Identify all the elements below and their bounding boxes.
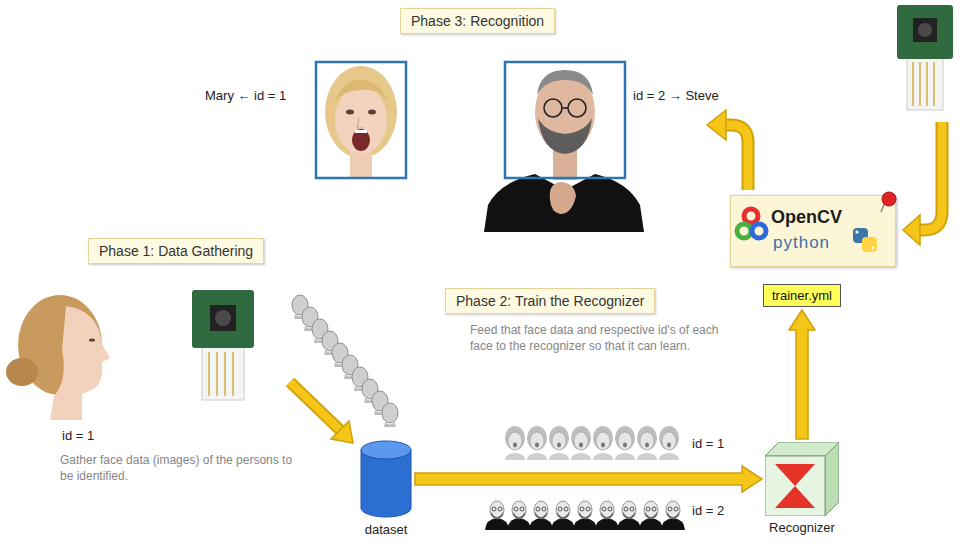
face-thumb xyxy=(485,501,509,530)
node-title: Phase 3: Recognition xyxy=(411,13,544,29)
flow-arrow xyxy=(903,122,942,245)
id-label: id = 2 → Steve xyxy=(633,88,719,103)
id-label: id = 1 xyxy=(62,428,94,443)
face-thumb xyxy=(595,501,619,530)
face-frame xyxy=(505,62,625,178)
face-thumb xyxy=(382,403,398,427)
face-thumb xyxy=(659,426,679,460)
push-pin xyxy=(879,190,899,214)
cylinder-shape xyxy=(360,440,412,518)
face-frame xyxy=(316,62,406,178)
face-thumb xyxy=(573,501,597,530)
id-label: Mary ← id = 1 xyxy=(205,88,286,103)
caption-note: Feed that face data and respective id's … xyxy=(470,322,740,354)
phase-tag: Phase 2: Train the Recognizer xyxy=(445,288,655,314)
face-row xyxy=(485,501,685,530)
face-thumb xyxy=(571,426,591,460)
id-label: id = 2 xyxy=(692,503,724,518)
face-thumb xyxy=(637,426,657,460)
phase-tag: Phase 3: Recognition xyxy=(400,8,555,34)
node-title: OpenCV xyxy=(771,207,842,228)
cube-shape xyxy=(765,442,839,516)
python-logo xyxy=(851,226,879,254)
id-label: id = 1 xyxy=(692,436,724,451)
face-thumb xyxy=(527,426,547,460)
face-thumb xyxy=(529,501,553,530)
node-subtitle: python xyxy=(773,233,830,253)
face-thumb xyxy=(551,501,575,530)
camera-module xyxy=(897,5,953,110)
flow-arrow xyxy=(415,466,762,492)
database-cylinder: dataset xyxy=(360,440,412,518)
face-thumb xyxy=(593,426,613,460)
face-thumb xyxy=(639,501,663,530)
node-title: Recognizer xyxy=(769,520,835,535)
face-row xyxy=(505,426,679,460)
face-thumb xyxy=(549,426,569,460)
face-thumb xyxy=(615,426,635,460)
flow-arrow xyxy=(290,382,353,443)
caption-note: Gather face data (images) of the persons… xyxy=(60,452,300,484)
flow-arrow xyxy=(789,310,815,439)
node-title: Phase 2: Train the Recognizer xyxy=(456,293,644,309)
face-thumb xyxy=(507,501,531,530)
node-title: trainer.yml xyxy=(772,288,832,303)
face-thumb xyxy=(505,426,525,460)
face-thumb xyxy=(661,501,685,530)
node-title: Phase 1: Data Gathering xyxy=(99,243,253,259)
flow-arrow xyxy=(707,110,748,190)
recognizer-cube: Recognizer xyxy=(765,442,839,516)
library-box: OpenCV python xyxy=(730,195,896,267)
woman-profile xyxy=(6,295,110,420)
camera-module xyxy=(192,290,254,400)
face-thumb xyxy=(617,501,641,530)
node-title: dataset xyxy=(365,522,408,537)
steve-face xyxy=(484,70,644,232)
opencv-logo xyxy=(731,196,771,256)
phase-tag: Phase 1: Data Gathering xyxy=(88,238,264,264)
mary-face xyxy=(325,66,397,178)
model-file-box: trainer.yml xyxy=(763,284,841,307)
